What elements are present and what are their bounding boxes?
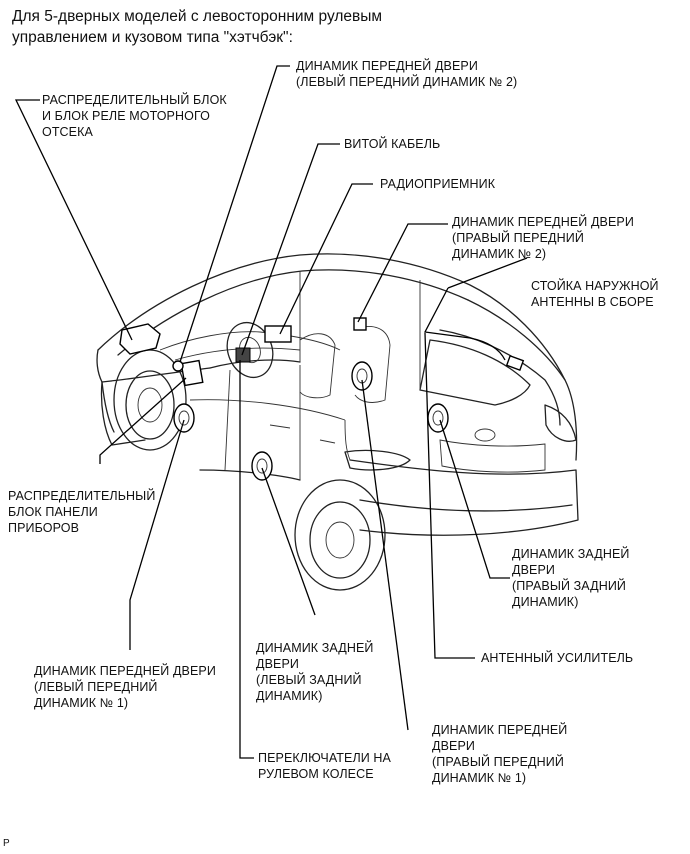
label-spiral-cable: ВИТОЙ КАБЕЛЬ xyxy=(344,137,441,151)
label-front-door-speaker-right-1: ДИНАМИК ПЕРЕДНЕЙ ДВЕРИ (ПРАВЫЙ ПЕРЕДНИЙ … xyxy=(432,723,568,785)
label-instrument-panel-block: РАСПРЕДЕЛИТЕЛЬНЫЙ БЛОК ПАНЕЛИ ПРИБОРОВ xyxy=(8,489,156,535)
label-engine-relay-block: РАСПРЕДЕЛИТЕЛЬНЫЙ БЛОК И БЛОК РЕЛЕ МОТОР… xyxy=(42,93,227,139)
front-door-speaker-left-2-part xyxy=(172,360,184,372)
title-line-2: управлением и кузовом типа "хэтчбэк": xyxy=(12,29,293,46)
front-door-speaker-left-1-part xyxy=(173,403,195,433)
label-antenna-amplifier: АНТЕННЫЙ УСИЛИТЕЛЬ xyxy=(481,651,634,665)
label-antenna-pole: СТОЙКА НАРУЖНОЙ АНТЕННЫ В СБОРЕ xyxy=(531,279,659,309)
radio-receiver-part xyxy=(264,325,292,343)
rear-wheel xyxy=(294,479,386,591)
label-front-door-speaker-right-2: ДИНАМИК ПЕРЕДНЕЙ ДВЕРИ (ПРАВЫЙ ПЕРЕДНИЙ … xyxy=(452,215,634,261)
label-radio-receiver: РАДИОПРИЕМНИК xyxy=(380,177,496,191)
front-door-speaker-right-1-part xyxy=(351,361,373,391)
label-rear-door-speaker-left: ДИНАМИК ЗАДНЕЙ ДВЕРИ (ЛЕВЫЙ ЗАДНИЙ ДИНАМ… xyxy=(256,641,374,703)
leader-lines xyxy=(14,65,528,759)
rear-door-speaker-left-part xyxy=(251,451,273,481)
title-line-1: Для 5-дверных моделей с левосторонним ру… xyxy=(12,8,383,25)
rear-door-speaker-right-part xyxy=(427,403,449,433)
label-rear-door-speaker-right: ДИНАМИК ЗАДНЕЙ ДВЕРИ (ПРАВЫЙ ЗАДНИЙ ДИНА… xyxy=(512,547,630,609)
footer-mark: P xyxy=(3,838,10,849)
car-body-outline xyxy=(96,253,579,536)
antenna-amplifier-part xyxy=(505,355,525,371)
front-door-speaker-right-2-part xyxy=(353,317,367,331)
diagram-title: Для 5-дверных моделей с левосторонним ру… xyxy=(12,6,382,48)
label-steering-switches: ПЕРЕКЛЮЧАТЕЛИ НА РУЛЕВОМ КОЛЕСЕ xyxy=(258,751,391,781)
label-front-door-speaker-left-1: ДИНАМИК ПЕРЕДНЕЙ ДВЕРИ (ЛЕВЫЙ ПЕРЕДНИЙ Д… xyxy=(34,664,216,710)
instrument-panel-block-part xyxy=(180,359,204,387)
label-front-door-speaker-left-2: ДИНАМИК ПЕРЕДНЕЙ ДВЕРИ (ЛЕВЫЙ ПЕРЕДНИЙ Д… xyxy=(296,59,518,89)
spiral-cable-part xyxy=(235,347,251,363)
engine-relay-block-part xyxy=(119,323,161,355)
antenna-pole-part xyxy=(423,287,506,361)
